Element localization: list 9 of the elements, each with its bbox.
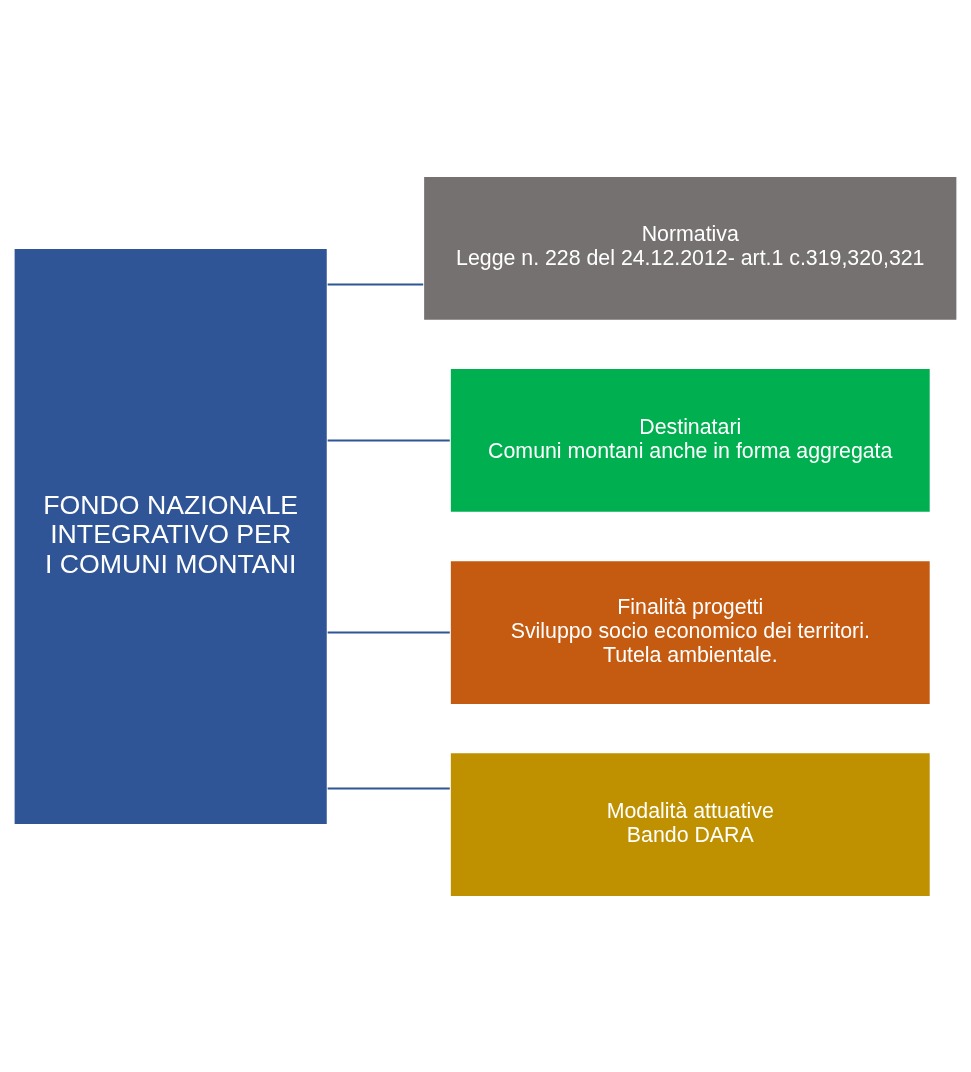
node-box: Destinatari Comuni montani anche in forma aggregata xyxy=(449,367,932,513)
node-box: FONDO NAZIONALE INTEGRATIVO PER I COMUNI MONTANI xyxy=(13,247,329,825)
node-box: Modalità attuative Bando DARA xyxy=(449,751,932,897)
connector xyxy=(326,438,451,441)
connector xyxy=(326,787,451,790)
node-box: Normativa Legge n. 228 del 24.12.2012- art.1 c.319,320,321 xyxy=(422,175,958,321)
node-box: Finalità progetti Sviluppo socio economico dei territori. Tutela ambientale. xyxy=(449,559,932,705)
connector xyxy=(326,631,451,634)
connector xyxy=(326,282,425,285)
